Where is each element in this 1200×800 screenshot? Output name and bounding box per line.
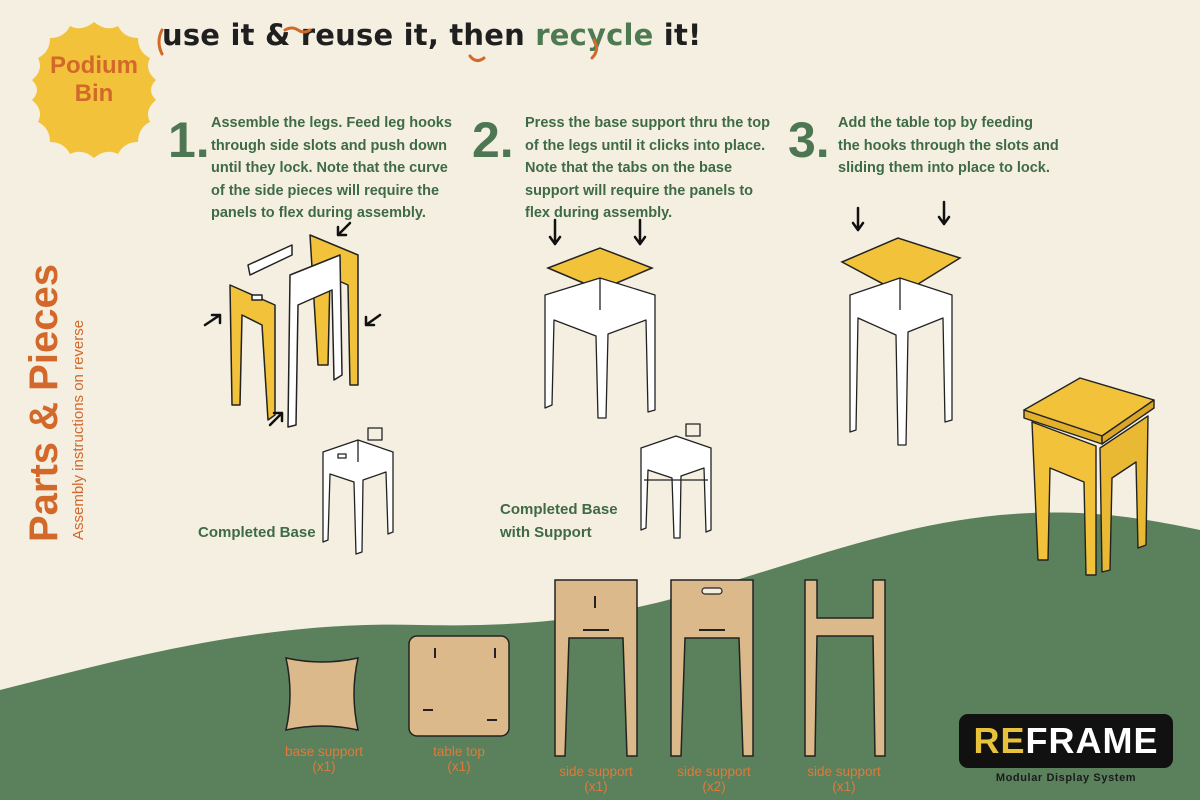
step-1-number: 1. [168,112,210,168]
parts-pieces-title: Parts & Pieces [22,264,66,542]
step-3-number: 3. [788,112,830,168]
side-support-part-2-icon [670,579,754,757]
completed-base-with-support-illustration [640,423,712,539]
step-2-number: 2. [472,112,514,168]
completed-base-illustration [322,427,394,555]
base-support-label: base support(x1) [284,744,364,774]
table-top-part-icon [408,635,510,737]
completed-base-caption: Completed Base [198,524,316,541]
badge-title: Podium Bin [50,52,138,107]
step-3-table-top-illustration [840,200,962,446]
base-support-part-icon [285,657,359,731]
assembled-podium-illustration [1023,377,1155,576]
podium-bin-badge-icon [32,22,156,158]
completed-base-support-caption: Completed Base with Support [500,501,618,541]
step-1-legs-exploded-illustration [203,221,382,428]
side-support-3-label: side support(x1) [807,764,881,794]
logo-subtitle: Modular Display System [995,772,1137,784]
step-2-base-support-illustration [544,218,656,419]
table-top-label: table top(x1) [433,744,485,774]
parts-pieces-subtitle: Assembly instructions on reverse [70,319,87,540]
side-support-part-3-icon [804,579,886,757]
tagline: use it & reuse it, then recycle it! [162,18,702,52]
side-support-part-1-icon [554,579,638,757]
reframe-logo: REFRAME [959,714,1173,768]
side-support-1-label: side support(x1) [559,764,633,794]
side-support-2-label: side support(x2) [677,764,751,794]
tagline-decoration-icon [157,26,599,63]
